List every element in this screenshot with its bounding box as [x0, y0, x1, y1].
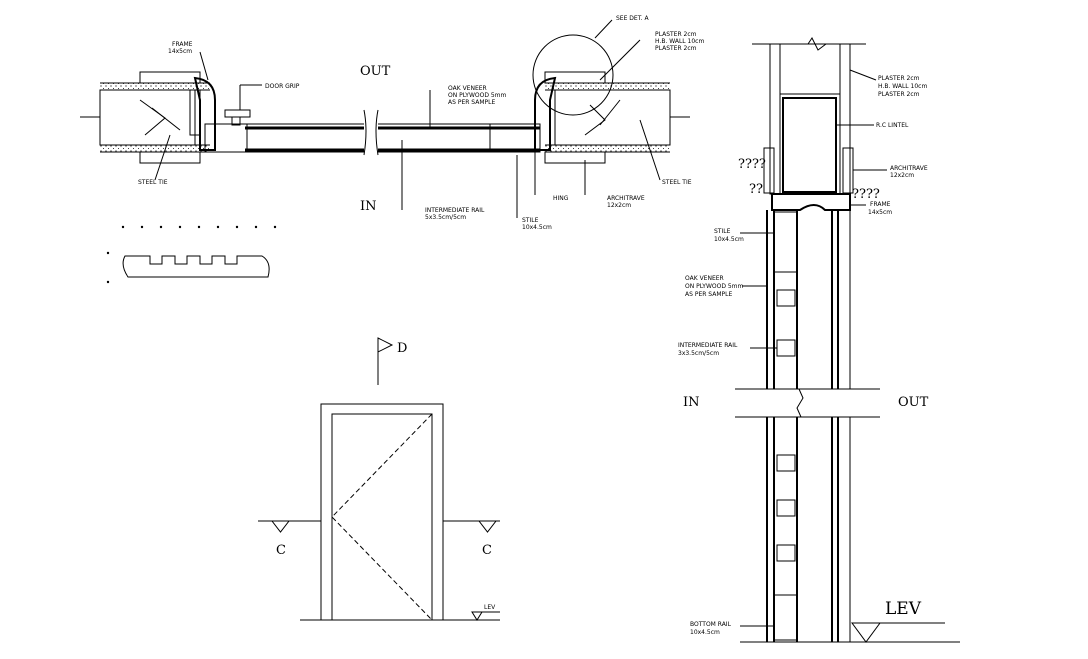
- vs-oak-veneer-2: ON PLYWOOD 5mm: [685, 283, 744, 290]
- section-c-right-label: C: [482, 543, 492, 558]
- door-leaf-plan: [204, 109, 541, 160]
- vs-out-label: OUT: [898, 395, 929, 410]
- section-d-label: D: [397, 341, 407, 356]
- vs-question-right: ????: [852, 187, 880, 202]
- plaster-2-label: PLASTER 2cm: [655, 45, 697, 52]
- stile-label: STILE: [522, 217, 539, 224]
- lev-label-elevation: LEV: [484, 604, 496, 611]
- frame-label: FRAME: [172, 41, 193, 48]
- door-grip-label: DOOR GRIP: [265, 83, 300, 90]
- architrave-label: ARCHITRAVE: [607, 195, 645, 202]
- vs-lev-label: LEV: [885, 599, 922, 619]
- right-wall: [545, 82, 690, 153]
- door-grip: [224, 109, 251, 126]
- out-label: OUT: [360, 64, 391, 79]
- vertical-section: [735, 37, 960, 643]
- vs-question-low: ??: [749, 182, 763, 197]
- vs-hb-wall: H.B. WALL 10cm: [878, 83, 927, 90]
- vs-stile: STILE: [714, 228, 731, 235]
- door-elevation: [258, 337, 500, 621]
- vs-oak-veneer-1: OAK VENEER: [685, 275, 724, 282]
- vs-intermediate-rail: INTERMEDIATE RAIL: [678, 342, 738, 349]
- plan-section: [80, 19, 690, 218]
- hb-wall-label: H.B. WALL 10cm: [655, 38, 704, 45]
- vs-plaster-1: PLASTER 2cm: [878, 75, 920, 82]
- architrave-size: 12x2cm: [607, 202, 631, 209]
- intermediate-rail-size: 5x3.5cm/5cm: [425, 214, 466, 221]
- architrave-profile: [106, 225, 277, 284]
- stile-size: 10x4.5cm: [522, 224, 552, 231]
- vs-oak-veneer-3: AS PER SAMPLE: [685, 291, 732, 298]
- vs-architrave: ARCHITRAVE: [890, 165, 928, 172]
- steel-tie-left-label: STEEL TIE: [138, 179, 168, 186]
- vs-rc-lintel: R.C LINTEL: [876, 122, 909, 129]
- oak-veneer-1: OAK VENEER: [448, 85, 487, 92]
- vs-in-label: IN: [683, 395, 700, 410]
- steel-tie-right-label: STEEL TIE: [662, 179, 692, 186]
- vs-question-left: ????: [738, 157, 766, 172]
- section-c-left-label: C: [276, 543, 286, 558]
- vs-bottom-rail-size: 10x4.5cm: [690, 629, 720, 636]
- vs-frame-size: 14x5cm: [868, 209, 892, 216]
- oak-veneer-3: AS PER SAMPLE: [448, 99, 495, 106]
- vs-intermediate-rail-size: 3x3.5cm/5cm: [678, 350, 719, 357]
- vs-frame: FRAME: [870, 201, 891, 208]
- frame-size: 14x5cm: [168, 48, 192, 55]
- intermediate-rail-label: INTERMEDIATE RAIL: [425, 207, 485, 214]
- oak-veneer-2: ON PLYWOOD 5mm: [448, 92, 507, 99]
- vs-stile-size: 10x4.5cm: [714, 236, 744, 243]
- vs-architrave-size: 12x2cm: [890, 172, 914, 179]
- vs-plaster-2: PLASTER 2cm: [878, 91, 920, 98]
- see-detail-label: SEE DET. A: [616, 15, 649, 22]
- vs-bottom-rail: BOTTOM RAIL: [690, 621, 732, 628]
- plaster-1-label: PLASTER 2cm: [655, 31, 697, 38]
- in-label: IN: [360, 199, 377, 214]
- hing-label: HING: [553, 195, 569, 202]
